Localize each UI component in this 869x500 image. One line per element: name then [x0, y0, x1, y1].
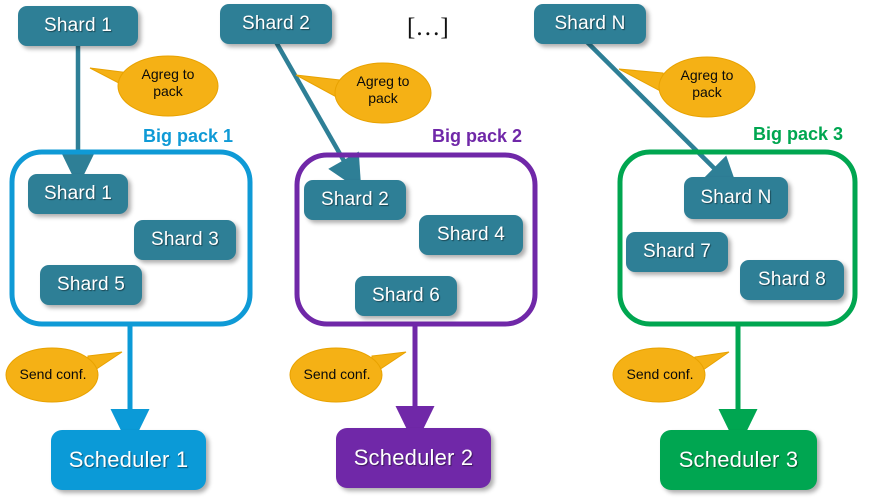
source-shard-n[interactable]: Shard N: [534, 4, 646, 44]
big-pack-3-outline[interactable]: [617, 149, 858, 327]
source-shard-2[interactable]: Shard 2: [220, 4, 332, 44]
scheduler-2[interactable]: Scheduler 2: [336, 428, 491, 488]
send-conf-callout-1-bubble: [5, 347, 123, 403]
arrow-shardN-to-pack3: [585, 40, 740, 194]
big-pack-1-outline[interactable]: [9, 149, 253, 327]
big-pack-3-title: Big pack 3: [753, 124, 844, 144]
pack2-shard-4[interactable]: Shard 4: [419, 215, 523, 255]
pack1-shard-5[interactable]: Shard 5: [40, 265, 142, 305]
big-pack-2-title: Big pack 2: [432, 126, 523, 146]
pack3-shard-7[interactable]: Shard 7: [626, 232, 728, 272]
send-conf-callout-2-bubble: [289, 347, 407, 403]
agreg-callout-1-bubble: [89, 55, 219, 117]
pack1-shard-3[interactable]: Shard 3: [134, 220, 236, 260]
agreg-callout-3-bubble: [618, 56, 756, 118]
pack1-shard-1[interactable]: Shard 1: [28, 174, 128, 214]
big-pack-2-outline[interactable]: [294, 152, 538, 327]
pack3-shard-8[interactable]: Shard 8: [740, 260, 844, 300]
send-conf-callout-3-bubble: [612, 347, 730, 403]
source-shard-1[interactable]: Shard 1: [18, 6, 138, 46]
big-pack-1-title: Big pack 1: [143, 126, 234, 146]
agreg-callout-2-bubble: [295, 62, 432, 124]
ellipsis-marker: […]: [407, 14, 449, 41]
pack2-shard-6[interactable]: Shard 6: [355, 276, 457, 316]
